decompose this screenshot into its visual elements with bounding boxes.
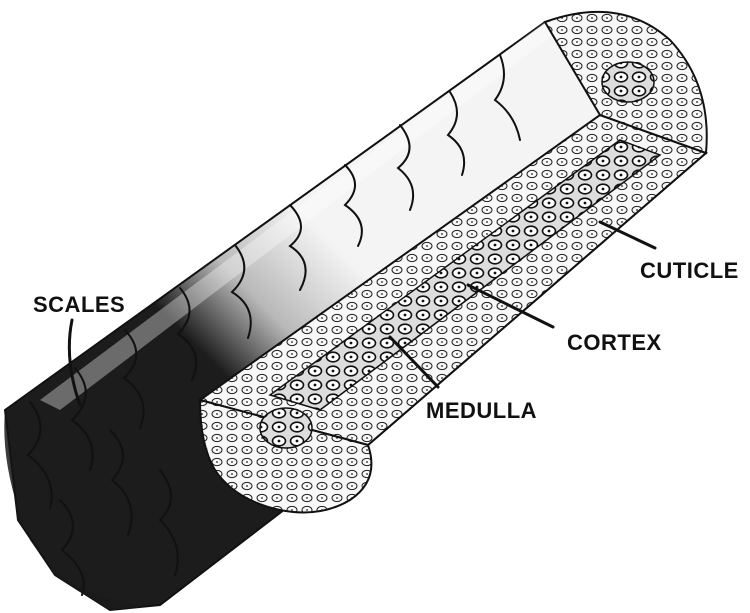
scales-label: SCALES (33, 292, 125, 317)
cortex-label: CORTEX (567, 330, 662, 355)
medulla-label: MEDULLA (426, 398, 537, 423)
cuticle-label: CUTICLE (640, 258, 739, 283)
